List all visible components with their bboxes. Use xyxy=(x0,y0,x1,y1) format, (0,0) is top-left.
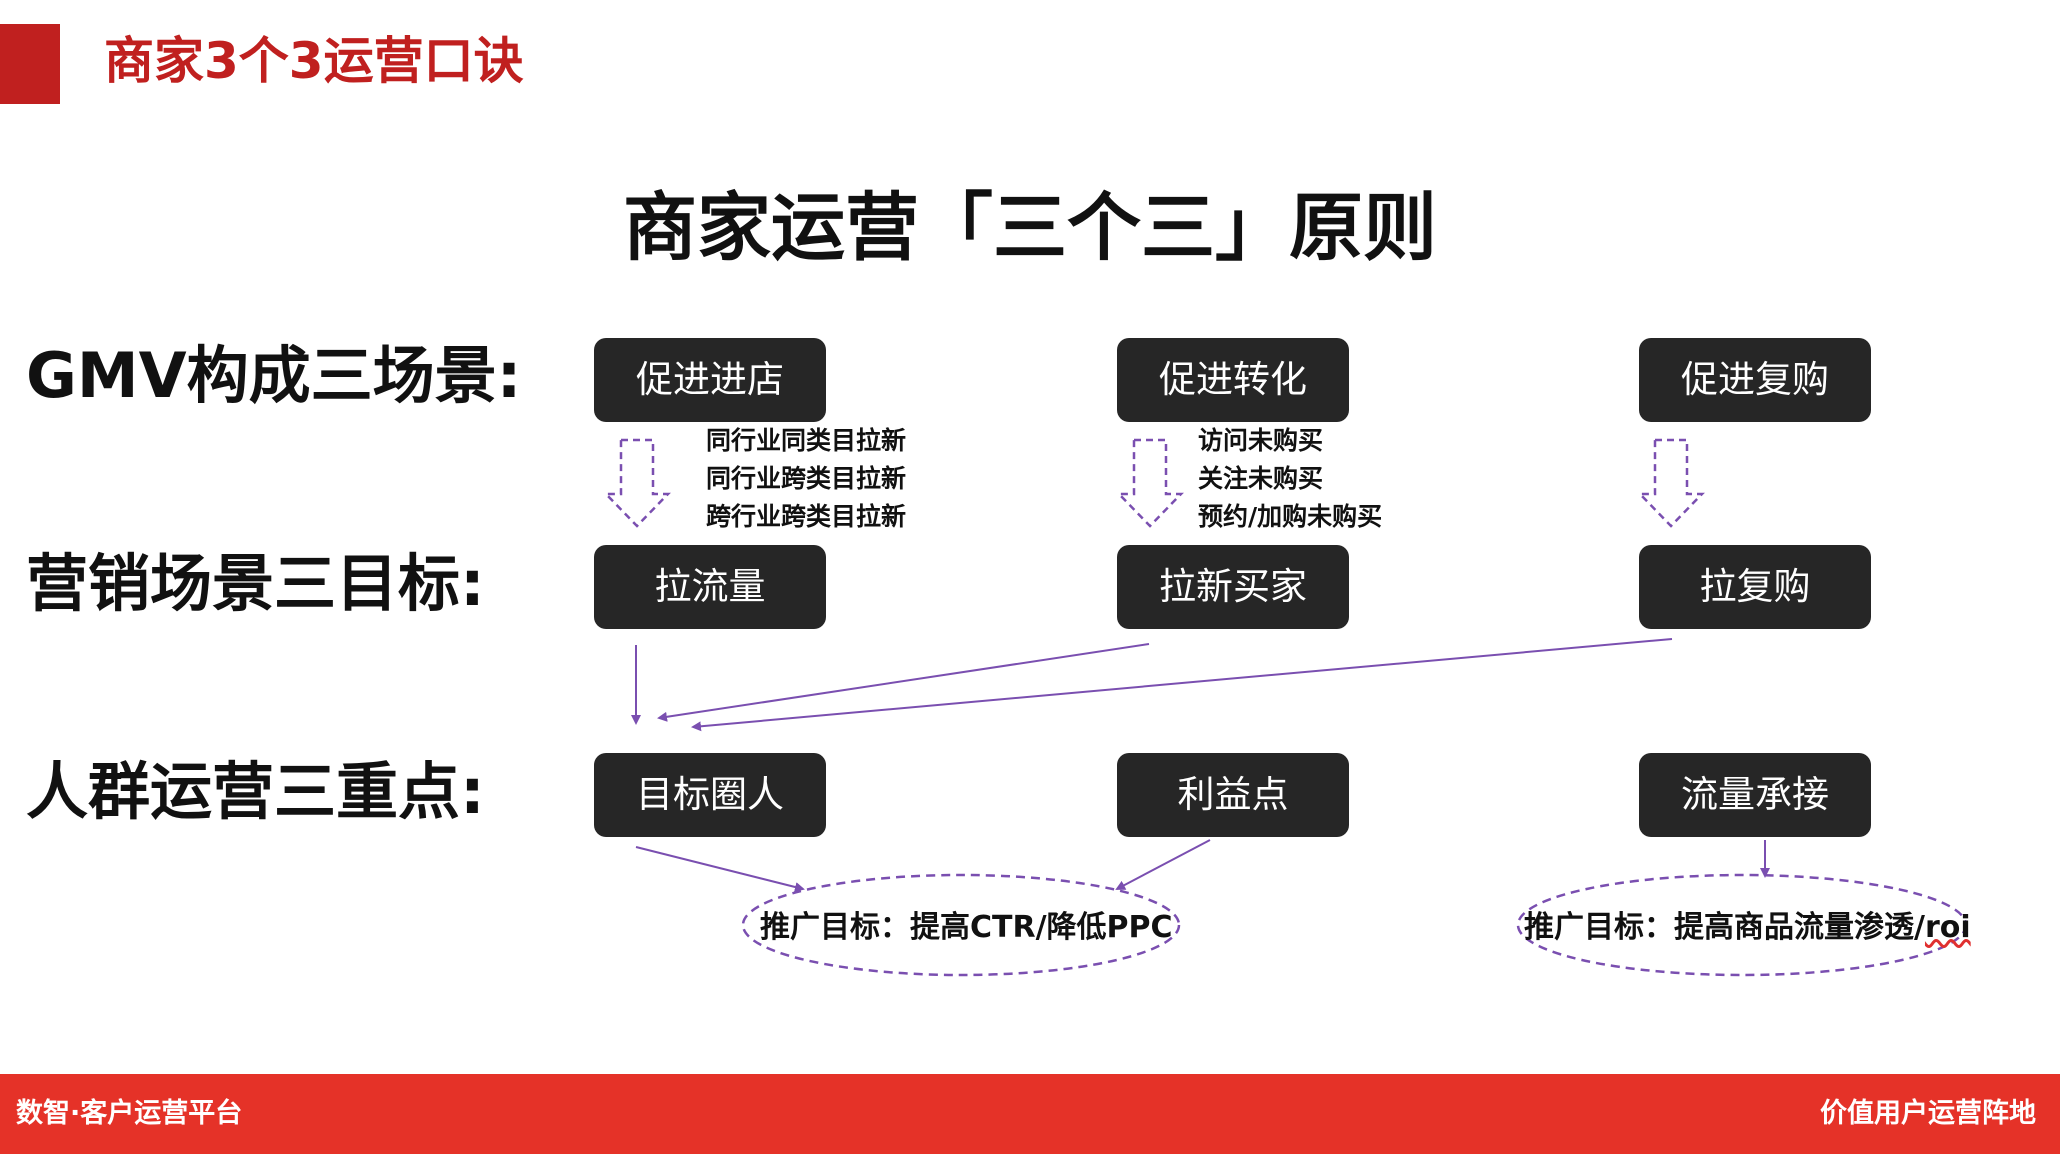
row-label-gmv-scenarios: GMV构成三场景: xyxy=(26,339,522,412)
goal-text-right-tail: roi xyxy=(1924,910,1971,945)
arrow-repurchase-to-target xyxy=(691,638,1673,732)
slide-title: 商家3个3运营口诀 xyxy=(104,32,524,90)
footer-left-text: 数智·客户运营平台 xyxy=(16,1098,243,1129)
note-col1-line2: 同行业跨类目拉新 xyxy=(706,464,907,493)
goal-text-right-main: 推广目标：提高商品流量渗透/ xyxy=(1524,910,1925,945)
box-pull-new-buyers: 拉新买家 xyxy=(1117,545,1349,629)
note-col2-line2: 关注未购买 xyxy=(1198,464,1324,493)
goal-text-right: 推广目标：提高商品流量渗透/roi xyxy=(1524,908,1971,948)
note-col1-line3: 跨行业跨类目拉新 xyxy=(706,502,907,531)
goal-text-left: 推广目标：提高CTR/降低PPC xyxy=(760,910,1173,945)
footer-right-text: 价值用户运营阵地 xyxy=(1820,1098,2036,1129)
note-col2-line1: 访问未购买 xyxy=(1198,426,1324,455)
arrow-benefit-to-goal xyxy=(1115,839,1211,890)
dashed-down-arrow-1 xyxy=(603,438,671,528)
row-label-crowd-focus: 人群运营三重点: xyxy=(26,755,485,828)
header-accent-block xyxy=(0,24,60,104)
box-promote-repurchase: 促进复购 xyxy=(1639,338,1871,422)
goal-ellipse-left xyxy=(741,873,1181,977)
arrow-target-to-goal xyxy=(635,846,805,892)
box-pull-repurchase: 拉复购 xyxy=(1639,545,1871,629)
box-traffic-handling: 流量承接 xyxy=(1639,753,1871,837)
arrow-new-buyers-to-target xyxy=(657,643,1150,722)
box-pull-traffic: 拉流量 xyxy=(594,545,826,629)
note-col1-line1: 同行业同类目拉新 xyxy=(706,426,907,455)
row-label-marketing-goals: 营销场景三目标: xyxy=(26,547,485,620)
box-promote-store-visit: 促进进店 xyxy=(594,338,826,422)
box-promote-conversion: 促进转化 xyxy=(1117,338,1349,422)
box-benefit-point: 利益点 xyxy=(1117,753,1349,837)
main-title: 商家运营「三个三」原则 xyxy=(623,185,1437,271)
box-target-crowd: 目标圈人 xyxy=(594,753,826,837)
footer-bar: 数智·客户运营平台 价值用户运营阵地 xyxy=(0,1074,2060,1154)
goal-ellipse-right xyxy=(1516,873,1968,977)
dashed-down-arrow-3 xyxy=(1637,438,1705,528)
dashed-down-arrow-2 xyxy=(1116,438,1184,528)
note-col2-line3: 预约/加购未购买 xyxy=(1198,502,1383,531)
